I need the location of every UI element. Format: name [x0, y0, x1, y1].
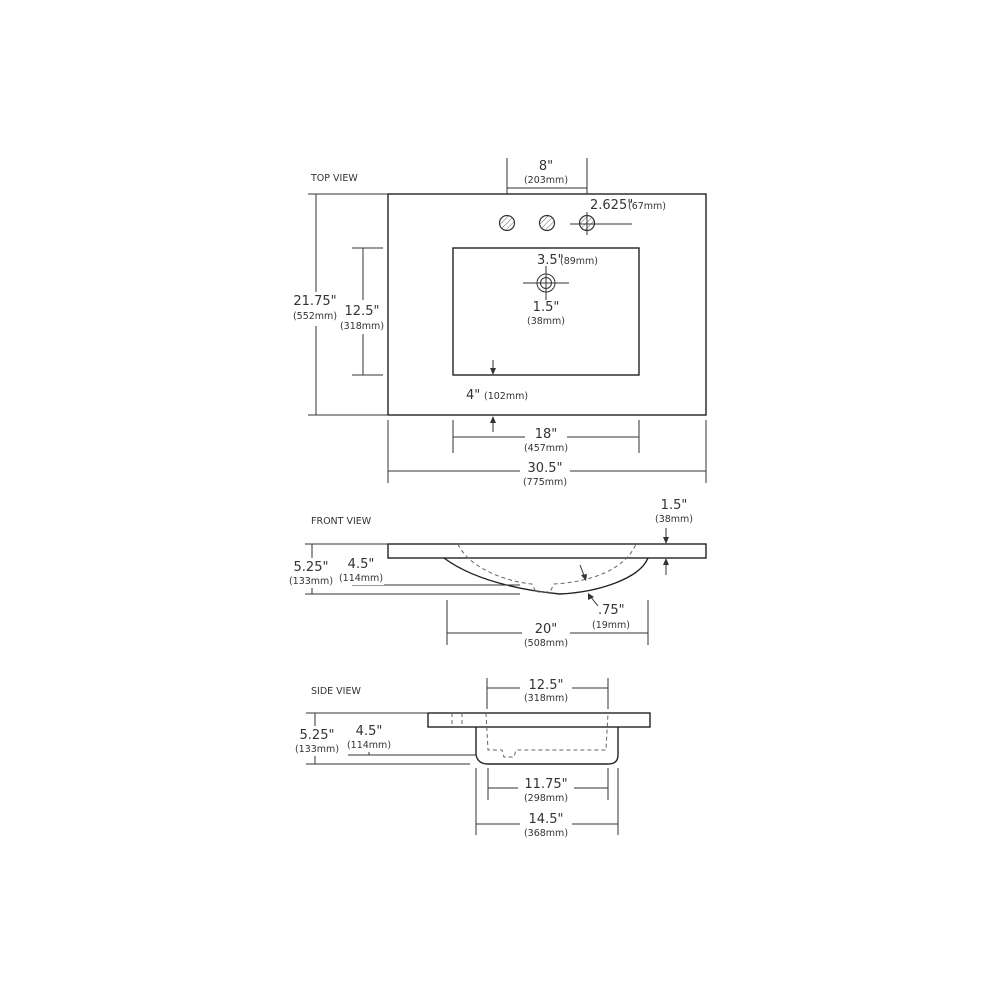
drain-diameter-mm: (38mm): [527, 316, 565, 327]
front-bowl-outline: [443, 557, 649, 595]
bowl-width-value: 18": [535, 427, 558, 442]
drain-offset-value: 3.5": [537, 253, 564, 268]
overall-width-mm: (775mm): [523, 477, 567, 488]
wall-thickness-value: .75": [598, 603, 625, 618]
side-view: SIDE VIEW 12.5" (318mm) 5.25" (133mm): [292, 676, 651, 840]
deck-thickness-value: 1.5": [661, 498, 688, 513]
bowl-opening: [452, 247, 640, 376]
side-outer-width-mm: (368mm): [524, 828, 568, 839]
drain-offset-mm: (89mm): [560, 256, 598, 267]
hole-offset-dimension: 2.625" (67mm): [570, 198, 666, 235]
bowl-width-mm: (457mm): [524, 443, 568, 454]
side-bowl-height-mm: (114mm): [347, 740, 391, 751]
bowl-depth-dimension: 12.5" (318mm): [340, 247, 385, 376]
front-bowl-width-dimension: 20" (508mm): [446, 600, 649, 650]
faucet-hole-left: [498, 214, 516, 232]
side-view-label: SIDE VIEW: [311, 686, 361, 697]
front-overall-height-value: 5.25": [294, 560, 329, 575]
side-inner-bottom-width-value: 11.75": [524, 777, 567, 792]
wall-thickness-mm: (19mm): [592, 620, 630, 631]
side-overall-height-mm: (133mm): [295, 744, 339, 755]
front-overall-height-mm: (133mm): [289, 576, 333, 587]
drain: 3.5" (89mm) 1.5" (38mm): [523, 253, 598, 327]
front-overall-height-dimension: 5.25" (133mm): [286, 543, 520, 595]
front-bowl-width-mm: (508mm): [524, 638, 568, 649]
side-inner-top-width-dimension: 12.5" (318mm): [486, 676, 609, 709]
front-view: FRONT VIEW 1.5" (38mm) 5.25" (133mm): [286, 498, 707, 650]
faucet-spread-mm: (203mm): [524, 175, 568, 186]
bowl-depth-mm: (318mm): [340, 321, 384, 332]
side-inner-top-width-value: 12.5": [529, 678, 564, 693]
overall-width-value: 30.5": [528, 461, 563, 476]
drain-diameter-value: 1.5": [533, 300, 560, 315]
side-bowl-inner: [485, 712, 609, 758]
top-view-label: TOP VIEW: [310, 173, 358, 184]
side-bowl-outline: [475, 727, 619, 765]
deck-thickness-dimension: 1.5" (38mm): [655, 498, 693, 575]
side-bowl-height-value: 4.5": [356, 724, 383, 739]
wall-thickness-dimension: .75" (19mm): [579, 564, 630, 631]
top-view: TOP VIEW 8" (203mm) 2.625" (67mm): [290, 158, 707, 490]
side-inner-top-width-mm: (318mm): [524, 693, 568, 704]
overall-depth-dimension: 21.75" (552mm): [290, 193, 388, 416]
front-bowl-height-value: 4.5": [348, 557, 375, 572]
side-inner-bottom-width-mm: (298mm): [524, 793, 568, 804]
front-deck-outline: [387, 543, 707, 559]
side-overall-height-dimension: 5.25" (133mm): [292, 712, 470, 765]
front-bowl-width-value: 20": [535, 622, 558, 637]
front-offset-mm: (102mm): [484, 391, 528, 402]
side-outer-width-value: 14.5": [529, 812, 564, 827]
side-outer-width-dimension: 14.5" (368mm): [475, 768, 619, 840]
bowl-width-dimension: 18" (457mm): [452, 420, 640, 455]
bowl-depth-value: 12.5": [345, 304, 380, 319]
faucet-spread-value: 8": [539, 159, 553, 174]
countertop-outline: [387, 193, 707, 416]
front-view-label: FRONT VIEW: [311, 516, 372, 527]
front-offset-value: 4": [466, 388, 480, 403]
front-bowl-height-dimension: 4.5" (114mm): [338, 555, 520, 586]
front-offset-dimension: 4" (102mm): [466, 360, 528, 432]
hole-offset-value: 2.625": [590, 198, 633, 213]
side-inner-bottom-width-dimension: 11.75" (298mm): [487, 768, 609, 805]
deck-thickness-mm: (38mm): [655, 514, 693, 525]
side-bowl-height-dimension: 4.5" (114mm): [346, 722, 476, 756]
side-deck-outline: [427, 712, 651, 728]
front-bowl-height-mm: (114mm): [339, 573, 383, 584]
hole-offset-mm: (67mm): [628, 201, 666, 212]
side-overall-height-value: 5.25": [300, 728, 335, 743]
overall-depth-value: 21.75": [293, 294, 336, 309]
overall-depth-mm: (552mm): [293, 311, 337, 322]
overall-width-dimension: 30.5" (775mm): [387, 420, 707, 490]
faucet-hole-center: [538, 214, 556, 232]
faucet-spread-dimension: 8" (203mm): [506, 158, 588, 194]
